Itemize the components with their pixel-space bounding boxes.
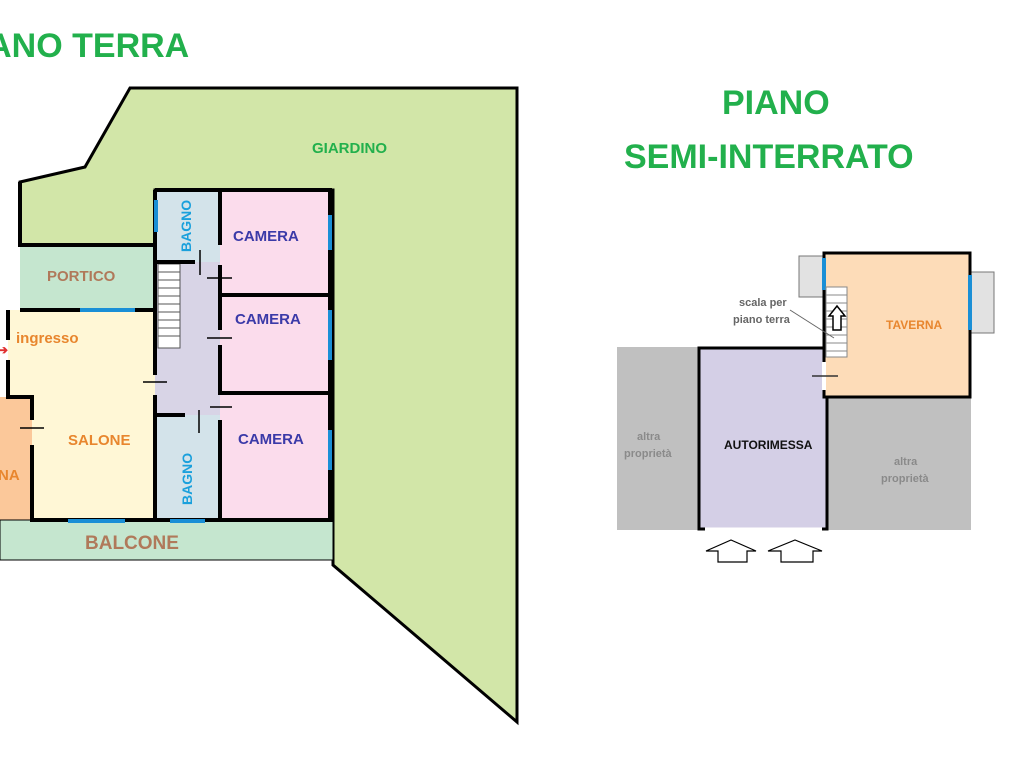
stairs-up-arrow-icon	[827, 304, 847, 331]
basement-plan: PIANO SEMI-INTERRATO scala per piano ter…	[617, 84, 995, 563]
stairs-icon	[157, 263, 181, 349]
camera-2-area	[220, 295, 330, 393]
altra-left-line1: altra	[637, 431, 661, 443]
windows	[68, 200, 332, 523]
altra-left-line2: proprietà	[624, 448, 673, 460]
basement-title-line1: PIANO	[722, 84, 830, 122]
altra-proprieta-right	[828, 397, 971, 530]
ground-floor-title: PIANO TERRA	[0, 27, 189, 65]
altra-right-line1: altra	[894, 456, 918, 468]
garage-entry-arrow-icon	[767, 539, 823, 563]
taverna-label: TAVERNA	[886, 318, 943, 332]
bagno-top-area	[155, 190, 220, 262]
portico-area	[20, 245, 155, 310]
camera-3-area	[220, 393, 330, 520]
balcone-label: BALCONE	[85, 533, 179, 554]
stair-note-line2: piano terra	[733, 314, 791, 326]
camera-3-label: CAMERA	[238, 431, 304, 448]
altra-proprieta-left	[617, 347, 698, 530]
giardino-label: GIARDINO	[312, 140, 387, 157]
bagno-top-label: BAGNO	[178, 200, 194, 252]
camera-2-label: CAMERA	[235, 311, 301, 328]
doors	[20, 250, 232, 433]
stair-note-leader	[789, 309, 835, 339]
camera-1-area	[220, 190, 330, 295]
ground-floor-plan: ➔ PIANO TERRA GIARDINO PORTICO ingresso …	[0, 27, 519, 726]
bagno-bottom-label: BAGNO	[179, 453, 195, 505]
camera-1-label: CAMERA	[233, 228, 299, 245]
basement-title-line2: SEMI-INTERRATO	[624, 138, 914, 176]
altra-right-line2: proprietà	[881, 473, 930, 485]
ingresso-label: ingresso	[16, 330, 79, 347]
lightwell-left	[798, 255, 825, 298]
autorimessa-label: AUTORIMESSA	[724, 438, 813, 452]
cucina-area	[0, 397, 32, 520]
portico-label: PORTICO	[47, 268, 116, 285]
entrance-arrow-icon: ➔	[0, 343, 8, 357]
lightwell-right	[970, 271, 995, 334]
bagno-bottom-area	[155, 415, 220, 520]
salone-label: SALONE	[68, 432, 131, 449]
taverna-area	[822, 251, 972, 399]
stair-note-line1: scala per	[739, 297, 787, 309]
cucina-label: NA	[0, 467, 20, 484]
autorimessa-area	[697, 346, 829, 531]
garage-entry-arrow-icon	[705, 539, 757, 563]
